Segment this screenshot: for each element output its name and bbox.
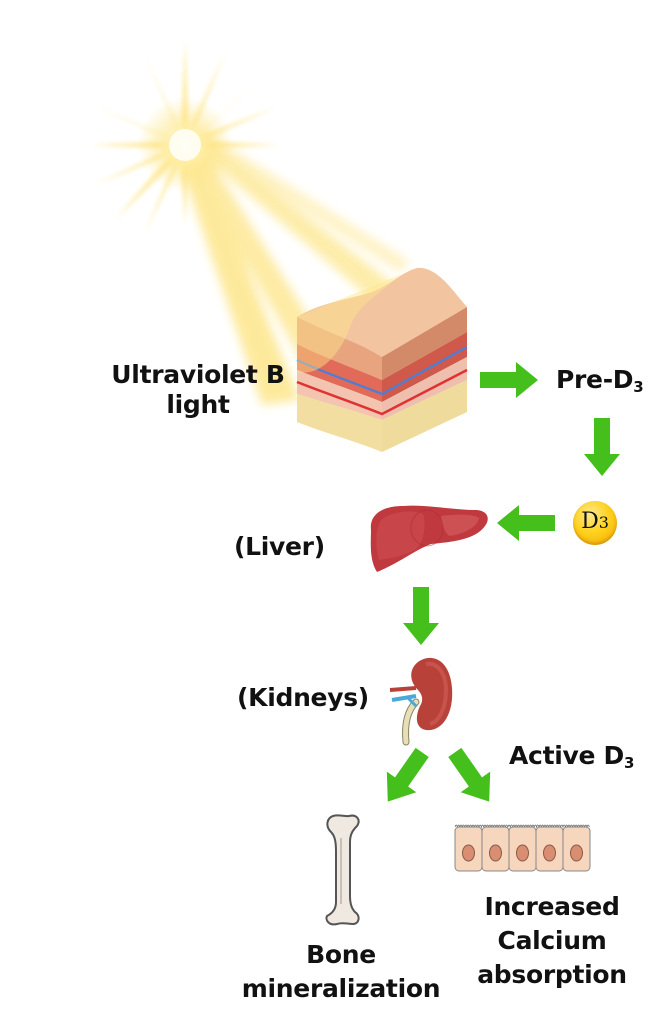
active-d3-subscript: 3 xyxy=(624,754,635,772)
calcium-label-line1: Increased xyxy=(484,892,620,921)
calcium-label-line2: Calcium xyxy=(497,926,607,955)
active-d3-label: Active D3 xyxy=(509,741,634,771)
d3-badge-sub: 3 xyxy=(598,513,609,532)
pre-d3-subscript: 3 xyxy=(633,378,644,396)
calcium-label-line3: absorption xyxy=(477,960,627,989)
arrow-liver-to-kidney xyxy=(403,587,439,645)
uvb-label-line2: light xyxy=(166,390,230,419)
cell-row xyxy=(454,826,591,872)
bone-label-line2: mineralization xyxy=(241,974,441,1003)
arrow-skin-to-pre-d3 xyxy=(480,362,538,398)
arrow-pre-d3-to-d3 xyxy=(584,418,620,476)
arrow-kidney-to-calcium xyxy=(448,747,491,802)
bone-icon xyxy=(325,814,360,926)
kidney-icon xyxy=(389,657,453,746)
pre-d3-label: Pre-D3 xyxy=(556,365,644,396)
intestinal-cells-icon xyxy=(454,824,591,872)
calcium-label: Increased Calcium absorption xyxy=(462,892,642,990)
uvb-label-line1: Ultraviolet B xyxy=(111,360,285,389)
pre-d3-label-text: Pre-D xyxy=(556,365,634,394)
arrow-d3-to-liver xyxy=(497,505,555,541)
liver-icon xyxy=(370,505,488,572)
arrow-kidney-to-bone xyxy=(386,747,429,802)
skin-cross-section-icon xyxy=(296,267,468,452)
uvb-label: Ultraviolet B light xyxy=(98,360,298,420)
kidneys-label: (Kidneys) xyxy=(237,683,369,712)
bone-label: Bone mineralization xyxy=(236,940,446,1004)
bone-label-line1: Bone xyxy=(306,940,376,969)
d3-capsule-icon: D3 xyxy=(573,501,617,545)
liver-label: (Liver) xyxy=(234,532,325,561)
d3-badge-text: D xyxy=(581,509,599,534)
active-d3-label-text: Active D xyxy=(509,741,624,770)
